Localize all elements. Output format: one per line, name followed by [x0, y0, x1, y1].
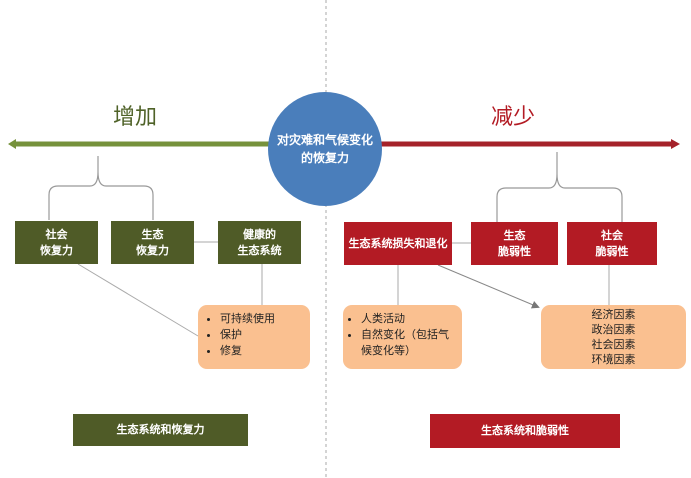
factors-box: 经济因素 政治因素 社会因素 环境因素 — [541, 305, 686, 369]
factor-item: 政治因素 — [591, 323, 636, 336]
bullet-item: 人类活动 — [361, 311, 456, 327]
factor-item: 社会因素 — [591, 338, 636, 351]
eco-vulnerability-box: 生态 脆弱性 — [471, 222, 558, 265]
right-brace — [496, 152, 623, 222]
center-circle: 对灾难和气候变化 的恢复力 — [268, 92, 382, 206]
bullet-item: 自然变化（包括气候变化等） — [361, 327, 456, 359]
ecosystem-loss-box: 生态系统损失和退化 — [344, 222, 452, 265]
vulnerability-footer: 生态系统和脆弱性 — [430, 414, 620, 448]
causes-box: 人类活动 自然变化（包括气候变化等） — [343, 305, 462, 369]
factor-item: 经济因素 — [591, 308, 636, 321]
healthy-ecosystem-box: 健康的 生态系统 — [218, 221, 301, 264]
bullet-item: 修复 — [220, 343, 310, 359]
measures-box: 可持续使用 保护 修复 — [198, 305, 310, 369]
increase-arrowhead — [8, 139, 16, 149]
decrease-arrowhead — [671, 139, 680, 149]
eco-resilience-box: 生态 恢复力 — [111, 221, 194, 264]
bullet-item: 可持续使用 — [220, 311, 310, 327]
left-brace — [48, 156, 154, 220]
increase-heading: 增加 — [113, 105, 158, 130]
resilience-footer: 生态系统和恢复力 — [73, 414, 248, 446]
factor-item: 环境因素 — [591, 353, 636, 366]
bullet-item: 保护 — [220, 327, 310, 343]
social-vulnerability-box: 社会 脆弱性 — [567, 222, 657, 265]
decrease-heading: 减少 — [491, 105, 536, 130]
social-resilience-box: 社会 恢复力 — [15, 221, 98, 264]
